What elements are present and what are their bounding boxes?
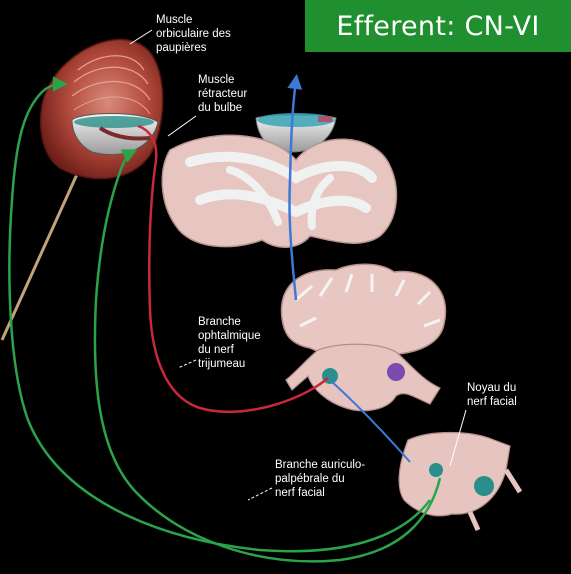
right-eyeball: [255, 113, 337, 153]
leader-retractor: [167, 115, 197, 137]
leader-orbicularis: [129, 29, 153, 45]
brainstem-upper: [285, 343, 441, 412]
diagram-title: Efferent: CN-VI: [336, 10, 540, 42]
label-orbicularis: Muscle orbiculaire des paupières: [156, 14, 231, 54]
ophthalmic-pathway: [137, 124, 329, 413]
orbicularis-pathway: [8, 76, 431, 553]
leader-auriculopalpebral: [247, 487, 273, 501]
orbicularis-muscle: [39, 38, 164, 180]
title-banner: Efferent: CN-VI: [305, 0, 571, 52]
cerebellum: [280, 263, 447, 358]
pointer-stick: [0, 149, 90, 341]
label-ophthalmic: Branche ophtalmique du nerf trijumeau: [198, 316, 261, 370]
leader-ophthalmic: [177, 359, 197, 369]
left-eyeball: [71, 113, 159, 156]
leader-facial-nucleus: [449, 409, 467, 467]
brainstem-connection: [329, 379, 411, 463]
ascending-pathway: [287, 74, 303, 301]
label-auriculopalpebral: Branche auriculo- palpébrale du nerf fac…: [275, 459, 366, 499]
brainstem-lower: [398, 431, 523, 532]
auriculopalpebral-pathway: [93, 149, 442, 563]
cerebrum-section: [161, 134, 398, 248]
label-retractor: Muscle rétracteur du bulbe: [198, 74, 248, 114]
label-facial-nucleus: Noyau du nerf facial: [467, 382, 517, 408]
